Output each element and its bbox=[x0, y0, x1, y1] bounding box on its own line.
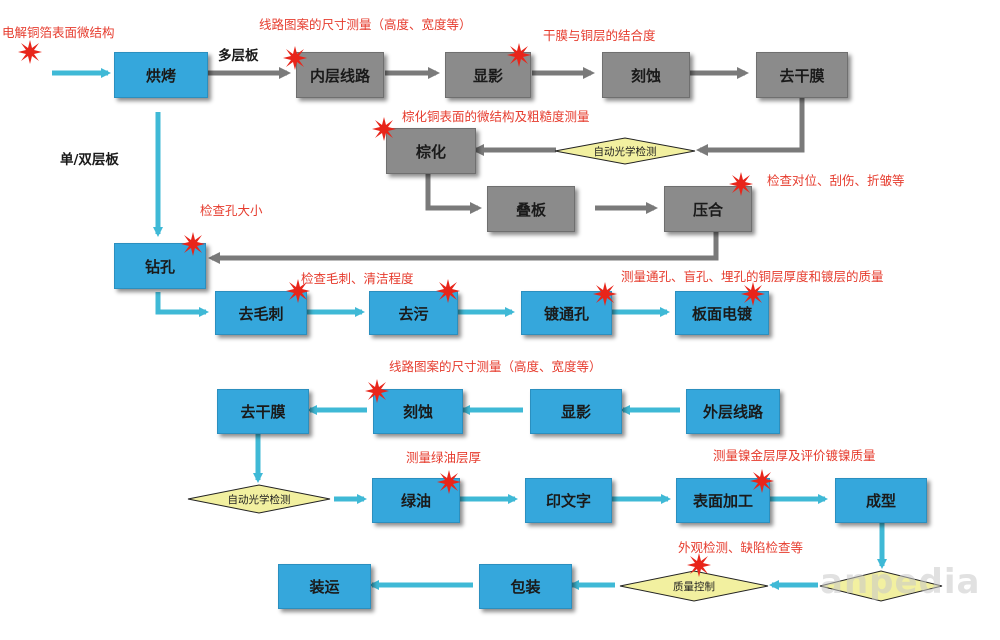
box-quwu: 去污 bbox=[369, 291, 458, 335]
label-multilayer: 多层板 bbox=[218, 48, 259, 64]
arrow-yahe-to-zuankong bbox=[208, 232, 719, 264]
star-icon-xianying-1 bbox=[507, 43, 531, 67]
note-appearance: 外观检测、缺陷检查等 bbox=[678, 540, 804, 555]
watermark-logo: anpedia bbox=[820, 562, 981, 602]
diamond-zhiliang-label: 质量控制 bbox=[673, 580, 715, 593]
box-zuankong: 钻孔 bbox=[114, 243, 206, 289]
note-line-size-2: 线路图案的尺寸测量（高度、宽度等） bbox=[389, 359, 602, 374]
diamond-zhiliang: 质量控制 bbox=[618, 570, 770, 602]
box-qugan-2: 去干膜 bbox=[217, 389, 309, 434]
box-yinwenzi: 印文字 bbox=[525, 478, 612, 523]
star-icon-yahe bbox=[729, 172, 753, 196]
box-chengxing: 成型 bbox=[835, 478, 927, 523]
box-zhuangyun: 装运 bbox=[278, 564, 371, 609]
box-waiceng: 外层线路 bbox=[686, 389, 780, 434]
box-xianying-1: 显影 bbox=[445, 52, 531, 98]
box-biaomian: 表面加工 bbox=[676, 478, 770, 523]
star-icon-quwu bbox=[436, 279, 460, 303]
arrow-zuankong-to-qumaoci bbox=[155, 292, 209, 317]
note-brown: 棕化铜表面的微结构及粗糙度测量 bbox=[402, 109, 590, 124]
box-hongkao: 烘烤 bbox=[114, 52, 208, 98]
note-green-oil: 测量绿油层厚 bbox=[406, 450, 482, 465]
box-xianying-2: 显影 bbox=[530, 389, 622, 434]
star-icon-neiceng bbox=[283, 46, 307, 70]
box-dutongkong: 镀通孔 bbox=[521, 291, 612, 335]
box-dieban: 叠板 bbox=[487, 186, 575, 232]
note-plating: 测量通孔、盲孔、埋孔的铜层厚度和镀层的质量 bbox=[621, 269, 884, 284]
diamond-aoi-1: 自动光学检测 bbox=[553, 137, 697, 165]
star-icon-lvyou bbox=[437, 470, 461, 494]
box-neiceng: 内层线路 bbox=[296, 52, 384, 98]
box-zonghua: 棕化 bbox=[386, 128, 476, 174]
diamond-aoi-1-label: 自动光学检测 bbox=[593, 145, 657, 158]
note-align: 检查对位、刮伤、折皱等 bbox=[767, 173, 905, 188]
star-icon-start bbox=[18, 40, 42, 64]
note-start: 电解铜箔表面微结构 bbox=[2, 25, 115, 40]
star-icon-qumaoci bbox=[286, 279, 310, 303]
note-hole-size: 检查孔大小 bbox=[200, 203, 263, 218]
diamond-aoi-2-label: 自动光学检测 bbox=[227, 493, 291, 506]
diamond-aoi-2: 自动光学检测 bbox=[186, 484, 332, 514]
star-icon-biaomian bbox=[750, 469, 774, 493]
box-keshi-1: 刻蚀 bbox=[602, 52, 690, 98]
arrow-qugan1-to-aoi bbox=[696, 97, 805, 156]
star-icon-zhiliang bbox=[687, 553, 711, 577]
star-icon-zuankong bbox=[181, 232, 205, 256]
diamond-final-check bbox=[818, 570, 944, 602]
note-line-size-1: 线路图案的尺寸测量（高度、宽度等） bbox=[259, 17, 472, 32]
box-qugan-1: 去干膜 bbox=[756, 52, 848, 98]
box-baozhuang: 包装 bbox=[479, 564, 572, 609]
box-qumaoci: 去毛刺 bbox=[215, 291, 307, 335]
note-burr: 检查毛刺、清洁程度 bbox=[301, 271, 414, 286]
box-yahe: 压合 bbox=[664, 186, 752, 232]
arrow-zonghua-to-dieban bbox=[425, 174, 482, 214]
star-icon-banmian bbox=[741, 282, 765, 306]
star-icon-keshi-2 bbox=[365, 379, 389, 403]
star-icon-zonghua bbox=[372, 117, 396, 141]
note-ni-au: 测量镍金层厚及评价镀镍质量 bbox=[713, 448, 876, 463]
label-single-double: 单/双层板 bbox=[60, 152, 119, 168]
box-keshi-2: 刻蚀 bbox=[373, 389, 463, 434]
note-dry-film: 干膜与铜层的结合度 bbox=[543, 28, 656, 43]
star-icon-dutongkong bbox=[593, 282, 617, 306]
